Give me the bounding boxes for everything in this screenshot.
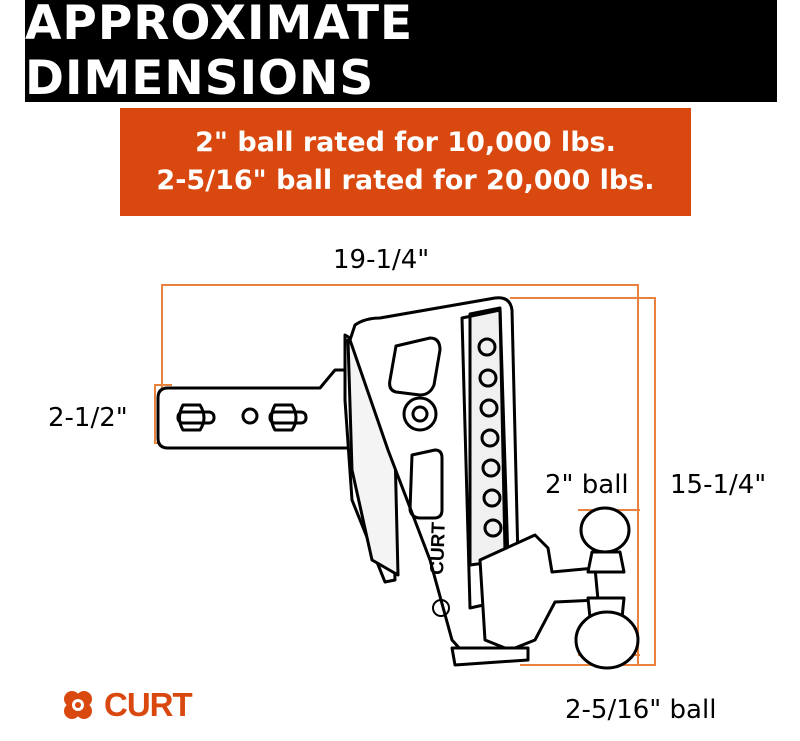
title-bar: APPROXIMATE DIMENSIONS [25, 0, 777, 106]
adjustment-hole [482, 488, 502, 508]
small-ball-label: 2" ball [545, 470, 629, 500]
adjustment-hole [481, 458, 501, 478]
adjustment-hole [478, 368, 498, 388]
mount-logo-icon [432, 599, 450, 617]
mount-brand-mark: CURT [427, 521, 450, 617]
overall-height-label: 15-1/4" [670, 470, 767, 500]
adjustment-hole [479, 398, 499, 418]
adjustment-hole [477, 337, 497, 357]
shank-center-hole [241, 407, 259, 425]
overall-length-label: 19-1/4" [333, 245, 430, 275]
large-ball [574, 610, 640, 670]
page-title: APPROXIMATE DIMENSIONS [25, 0, 414, 106]
shank-height-label: 2-1/2" [48, 403, 128, 433]
rating-line-small-ball: 2" ball rated for 10,000 lbs. [195, 127, 616, 158]
mount-foot [450, 646, 530, 667]
brand-logo: CURT [60, 686, 193, 724]
large-ball-label: 2-5/16" ball [565, 695, 717, 725]
shank-pin-hole-right [268, 410, 308, 425]
pin-knob-outer [402, 396, 438, 432]
height-dimension-line [510, 297, 656, 666]
brand-name: CURT [104, 686, 193, 723]
adjustment-holes [477, 337, 503, 538]
upper-window [388, 336, 442, 397]
small-ball [579, 506, 631, 554]
adjustment-hole [483, 518, 503, 538]
hitch-mount [156, 296, 640, 670]
curt-logo-icon [64, 691, 92, 719]
mount-brand-text: CURT [427, 521, 450, 575]
lower-window [408, 448, 444, 520]
pin-knob-inner [411, 405, 429, 423]
length-dimension-line [161, 284, 639, 665]
adjustment-hole [480, 428, 500, 448]
shank-pin-hole-left [176, 410, 216, 425]
rating-line-large-ball: 2-5/16" ball rated for 20,000 lbs. [156, 165, 655, 196]
rating-banner: 2" ball rated for 10,000 lbs. 2-5/16" ba… [120, 108, 691, 216]
small-ball-neck [586, 550, 626, 574]
